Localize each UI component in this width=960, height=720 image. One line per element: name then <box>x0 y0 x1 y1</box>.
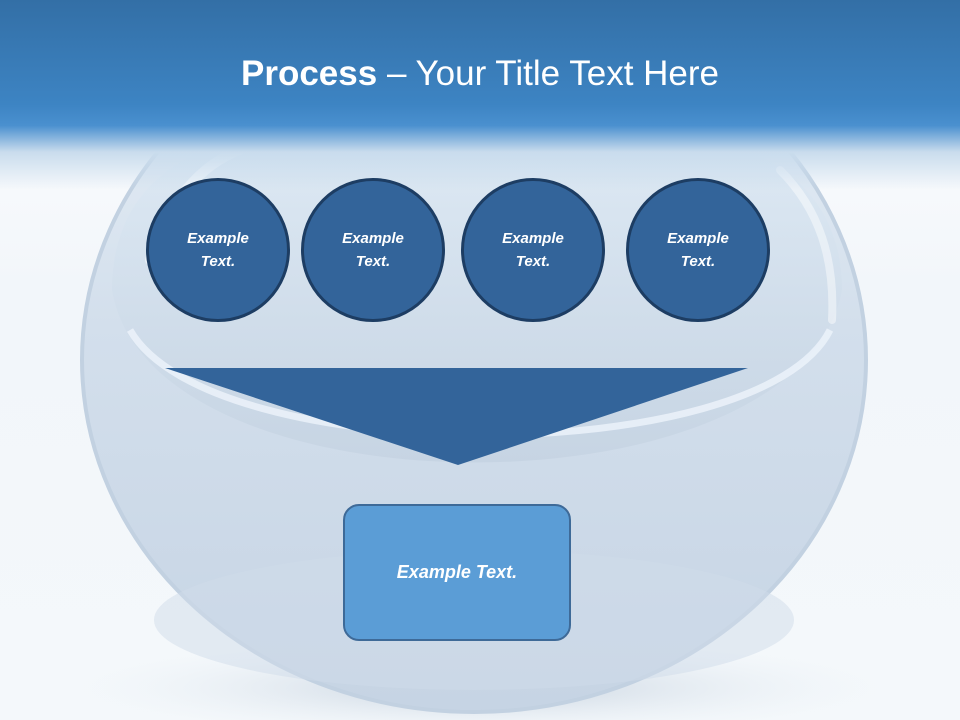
result-box-label: Example Text. <box>396 562 518 582</box>
result-box[interactable]: Example Text. <box>343 504 571 641</box>
slide-title: Process – Your Title Text Here <box>0 52 960 96</box>
input-circle-3[interactable]: Example Text. <box>461 178 605 322</box>
input-circle-2-label: Example Text. <box>342 230 404 270</box>
input-circle-4[interactable]: Example Text. <box>626 178 770 322</box>
input-circle-3-label: Example Text. <box>502 230 564 270</box>
title-rest: – Your Title Text Here <box>377 54 719 93</box>
title-bold: Process <box>241 54 378 93</box>
input-circle-4-label: Example Text. <box>667 230 729 270</box>
input-circle-1-label: Example Text. <box>187 230 249 270</box>
input-circle-1[interactable]: Example Text. <box>146 178 290 322</box>
title-banner <box>0 0 960 190</box>
input-circle-2[interactable]: Example Text. <box>301 178 445 322</box>
